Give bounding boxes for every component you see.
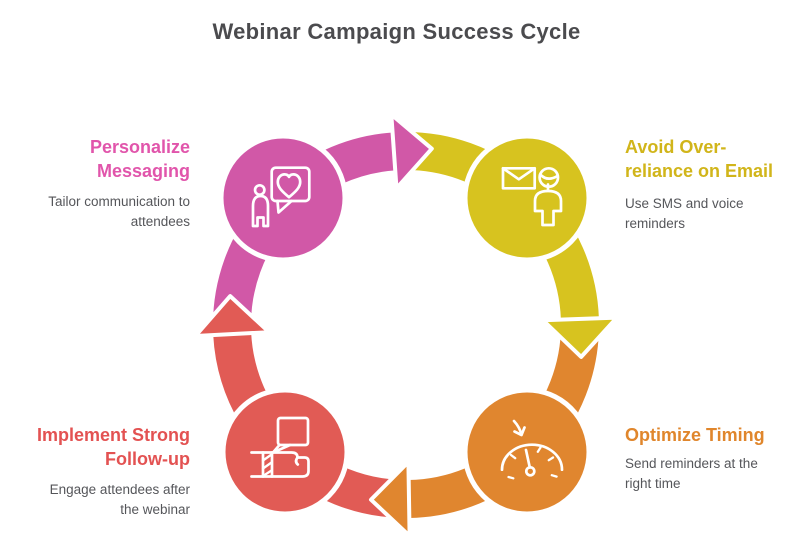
arrowhead-followup-to-personalize	[193, 294, 272, 338]
node-title-email: Avoid Over-reliance on Email	[625, 137, 774, 181]
node-circle-email	[462, 133, 592, 263]
chat-bubble-tail	[276, 199, 293, 214]
heart-shape	[276, 173, 302, 199]
arrowhead-email-to-timing	[540, 315, 619, 359]
person-body-shape	[251, 194, 270, 228]
gauge-hub	[524, 465, 536, 477]
node-title-timing: Optimize Timing	[625, 425, 765, 445]
envelope-person-icon	[501, 166, 563, 227]
person-body-shape	[533, 189, 563, 227]
node-title-followup: Implement Strong Follow-up	[36, 425, 190, 469]
fist-chat-icon	[250, 416, 310, 478]
node-circles	[218, 133, 592, 517]
node-description-email: Use SMS and voice reminders	[625, 196, 744, 231]
person-hair-line	[538, 173, 559, 180]
node-circle-personalize	[218, 133, 348, 263]
arrowhead-timing-to-followup	[369, 460, 412, 538]
page-title: Webinar Campaign Success Cycle	[212, 19, 581, 44]
arrowhead-personalize-to-email	[389, 112, 434, 191]
knuckle-line	[294, 456, 300, 466]
person-chat-heart-icon	[251, 166, 311, 228]
gauge-arc	[500, 443, 564, 472]
node-description-followup: Engage attendees after the webinar	[49, 482, 190, 517]
chat-bubble-shape	[276, 416, 310, 447]
gauge-ticks	[507, 446, 558, 480]
envelope-flap	[501, 166, 537, 181]
speedometer-icon	[500, 419, 564, 480]
cuff-hatching	[261, 453, 273, 478]
envelope-shape	[501, 166, 537, 190]
gauge-needle	[524, 448, 532, 469]
node-title-personalize: Personalize Messaging	[89, 137, 190, 181]
cycle-arrowheads	[193, 112, 619, 538]
down-arrow-head	[513, 426, 526, 437]
node-description-personalize: Tailor communication to attendees	[48, 194, 190, 229]
node-description-timing: Send reminders at the right time	[625, 456, 758, 491]
fist-shape	[270, 451, 310, 478]
